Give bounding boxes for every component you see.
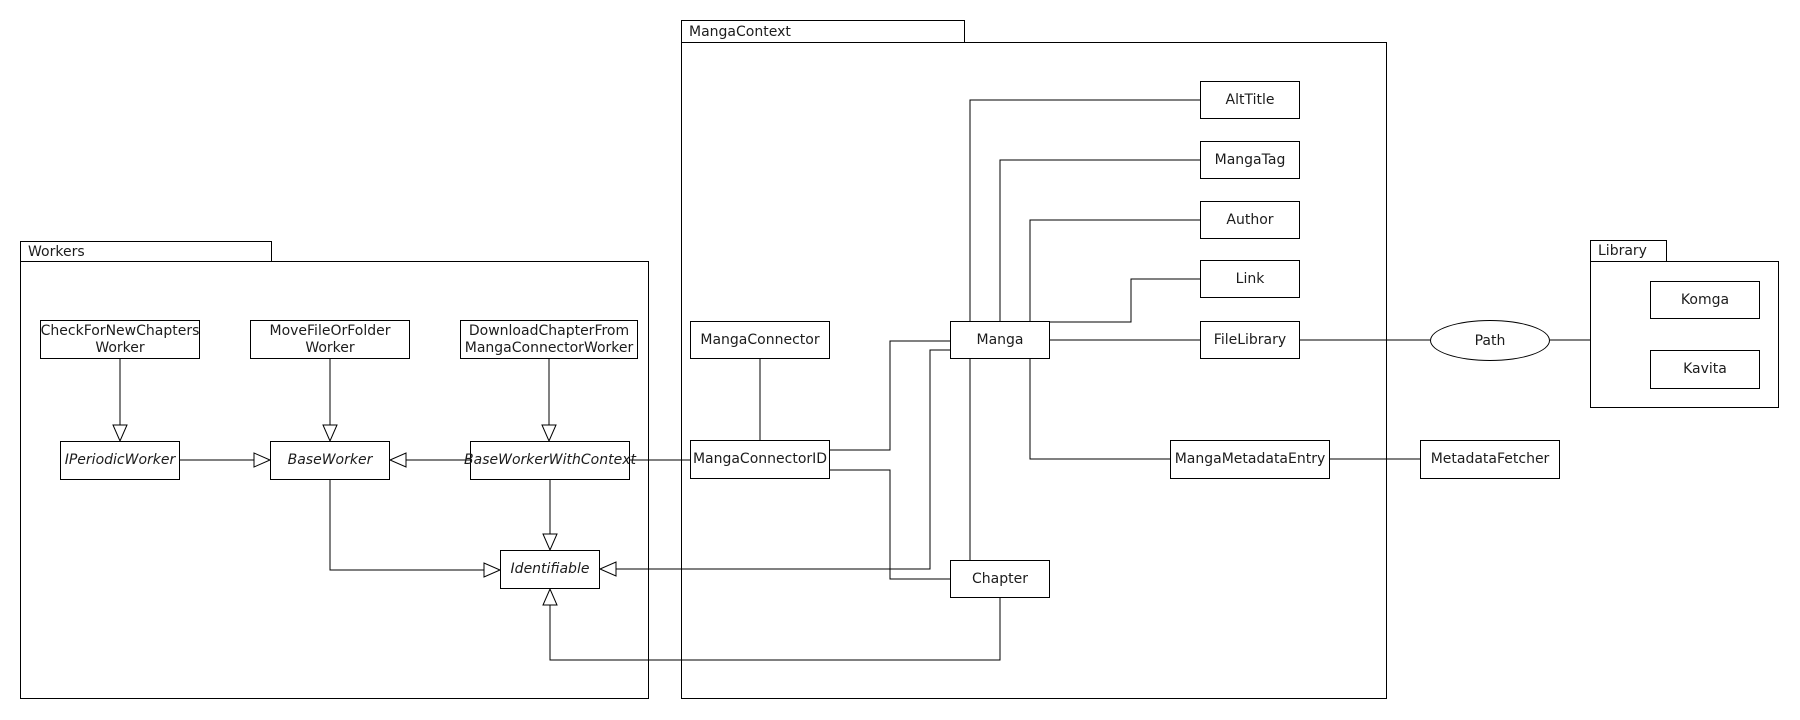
arrowhead-identifiable-top: [542, 533, 558, 552]
node-check-for-new-chapters-worker: CheckForNewChapters Worker: [40, 320, 200, 359]
node-label: BaseWorkerWithContext: [464, 452, 636, 468]
node-label: MangaConnectorWorker: [464, 339, 634, 356]
edge-manga-author: [1029, 219, 1200, 321]
node-label: IPeriodicWorker: [64, 452, 176, 468]
package-mangacontext-tab: MangaContext: [681, 20, 965, 43]
node-manga-connector-id: MangaConnectorID: [690, 440, 830, 479]
node-author: Author: [1200, 201, 1300, 239]
node-base-worker-with-context: BaseWorkerWithContext: [464, 441, 636, 480]
arrowhead-baseworker-top: [322, 424, 338, 443]
node-label: Worker: [95, 339, 145, 356]
node-alt-title: AltTitle: [1200, 81, 1300, 119]
node-label: MangaMetadataEntry: [1174, 451, 1326, 467]
node-label: Author: [1226, 211, 1274, 228]
package-mangacontext-label: MangaContext: [689, 23, 791, 40]
edge-mangaconnectorid-chapter: [830, 469, 950, 580]
node-base-worker: BaseWorker: [270, 441, 390, 480]
node-label: DownloadChapterFrom: [468, 322, 630, 339]
arrowhead-baseworker-left: [253, 452, 272, 468]
node-manga-tag: MangaTag: [1200, 141, 1300, 179]
arrowhead-baseworker-right: [388, 452, 407, 468]
package-workers-body: [20, 261, 649, 699]
node-label: Worker: [305, 339, 355, 356]
node-label: MoveFileOrFolder: [269, 322, 391, 339]
edge-manga-link: [1050, 278, 1200, 323]
node-i-periodic-worker: IPeriodicWorker: [60, 441, 180, 480]
node-label: BaseWorker: [287, 452, 373, 468]
node-label: Link: [1235, 270, 1265, 287]
node-label: Kavita: [1683, 361, 1727, 377]
node-metadata-fetcher: MetadataFetcher: [1420, 440, 1560, 479]
node-label: MangaConnector: [700, 331, 820, 348]
package-mangacontext-body: [681, 42, 1387, 699]
package-library-tab: Library: [1590, 240, 1667, 262]
node-label: AltTitle: [1225, 91, 1275, 108]
node-label: Manga: [976, 331, 1024, 348]
package-library-label: Library: [1598, 243, 1647, 259]
node-label: MetadataFetcher: [1430, 451, 1550, 467]
edge-mangaconnectorid-manga: [830, 340, 950, 451]
node-file-library: FileLibrary: [1200, 321, 1300, 359]
edge-manga-alttitle: [969, 99, 1200, 321]
package-library-body: [1590, 261, 1779, 408]
node-label: Komga: [1680, 291, 1730, 308]
arrowhead-identifiable-right: [598, 561, 617, 577]
node-label: MangaTag: [1214, 151, 1286, 168]
arrowhead-identifiable-left: [483, 562, 502, 578]
node-path: Path: [1430, 320, 1550, 361]
node-manga-connector: MangaConnector: [690, 321, 830, 359]
node-label: MangaConnectorID: [692, 451, 828, 467]
node-label: Identifiable: [510, 561, 590, 577]
node-label: CheckForNewChapters: [40, 322, 200, 339]
edge-manga-mangatag: [999, 159, 1200, 321]
node-label: Chapter: [972, 570, 1028, 587]
node-manga-metadata-entry: MangaMetadataEntry: [1170, 440, 1330, 479]
node-manga: Manga: [950, 321, 1050, 359]
node-chapter: Chapter: [950, 560, 1050, 598]
arrowhead-baseworkerwithcontext-top: [541, 424, 557, 443]
arrowhead-iperiodicworker-top: [112, 424, 128, 443]
node-label: Path: [1474, 332, 1506, 349]
package-workers-label: Workers: [28, 243, 85, 260]
edge-manga-mangametadataentry: [1029, 359, 1170, 460]
node-link: Link: [1200, 260, 1300, 298]
edge-baseworker-identifiable: [329, 479, 484, 571]
node-identifiable: Identifiable: [500, 550, 600, 589]
node-label: FileLibrary: [1213, 331, 1287, 348]
node-move-file-or-folder-worker: MoveFileOrFolder Worker: [250, 320, 410, 359]
arrowhead-identifiable-bottom: [542, 587, 558, 606]
node-komga: Komga: [1650, 281, 1760, 319]
node-kavita: Kavita: [1650, 350, 1760, 389]
node-download-chapter-from-manga-connector-worker: DownloadChapterFrom MangaConnectorWorker: [460, 320, 638, 359]
edge-chapter-identifiable: [549, 598, 1001, 661]
edge-manga-identifiable: [616, 349, 950, 570]
package-workers-tab: Workers: [20, 241, 272, 262]
